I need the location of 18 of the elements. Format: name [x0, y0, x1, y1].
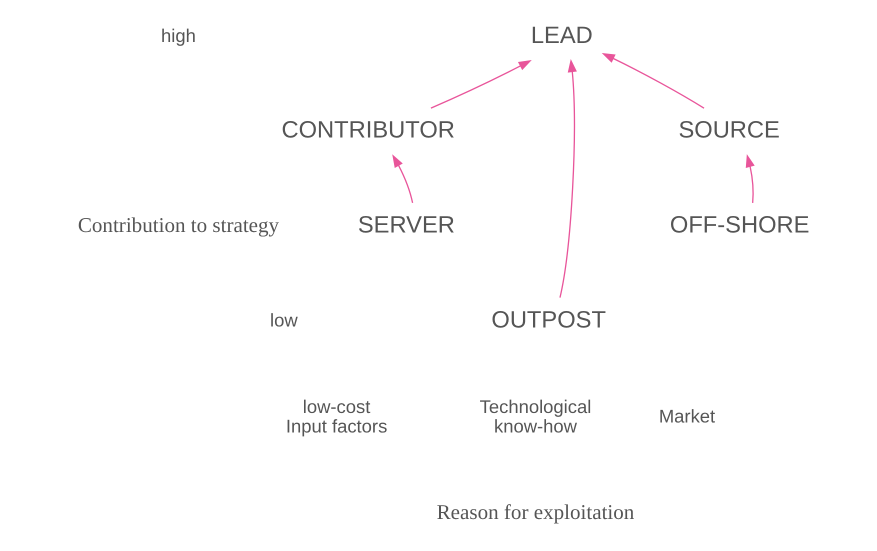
label: Contribution to strategy [77, 212, 279, 237]
label: high [160, 24, 196, 46]
node-text: OUTPOST [490, 307, 606, 334]
arrow [601, 52, 704, 109]
label: Technological know-how [479, 396, 591, 437]
label: low-cost Input factors [285, 396, 387, 437]
arrow [392, 154, 413, 204]
node-text: CONTRIBUTOR [280, 118, 454, 144]
node-text: LEAD [530, 22, 592, 49]
arrow [430, 60, 532, 109]
node-text: SOURCE [678, 118, 780, 144]
node-text: SERVER [357, 212, 454, 239]
arrow [745, 154, 754, 203]
node-text: OFF-SHORE [669, 212, 810, 239]
label: Reason for exploitation [436, 500, 634, 524]
label: low [270, 309, 298, 330]
label: Market [658, 406, 715, 427]
arrow [558, 58, 576, 298]
